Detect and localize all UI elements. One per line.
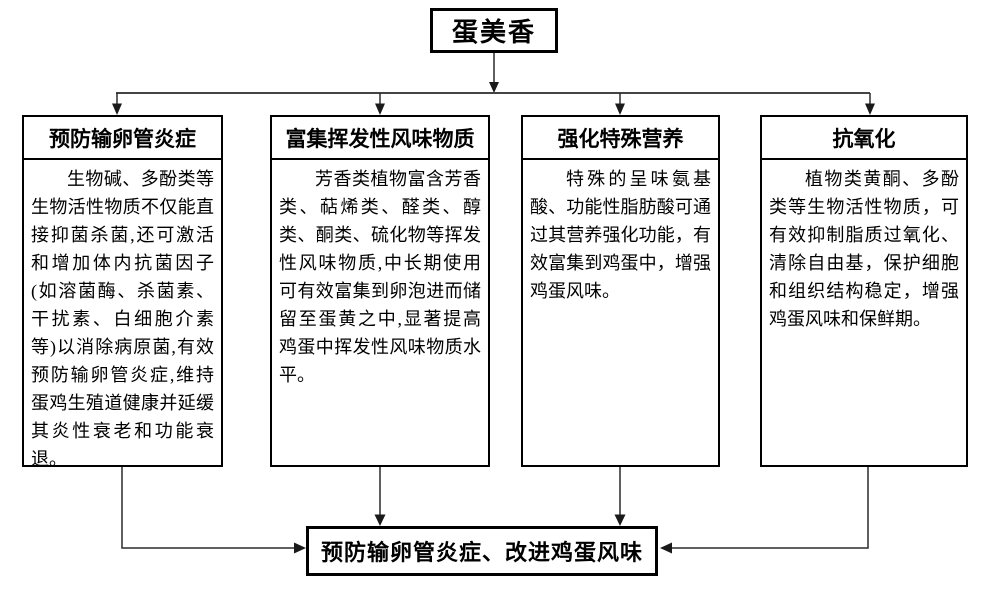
branch-node-enrich-volatile-flavor: 富集挥发性风味物质 芳香类植物富含芳香类、萜烯类、醛类、醇类、酮类、硫化物等挥发… — [270, 115, 490, 467]
outcome-node-label: 预防输卵管炎症、改进鸡蛋风味 — [320, 540, 643, 565]
root-node-label: 蛋美香 — [451, 17, 536, 47]
outcome-node: 预防输卵管炎症、改进鸡蛋风味 — [306, 526, 658, 576]
branch3-to-outcome-connector — [614, 467, 626, 526]
branch-node-prevent-oviduct-inflammation: 预防输卵管炎症 生物碱、多酚类等生物活性物质不仅能直接抑菌杀菌,还可激活和增加体… — [22, 115, 223, 469]
branch-node-title: 预防输卵管炎症 — [24, 117, 221, 160]
arrowhead-down-icon — [614, 514, 626, 526]
branch-node-body: 特殊的呈味氨基酸、功能性脂肪酸可通过其营养强化功能，有效富集到鸡蛋中，增强鸡蛋风… — [530, 169, 711, 301]
branch-node-title: 抗氧化 — [762, 117, 966, 160]
branch-node-body: 芳香类植物富含芳香类、萜烯类、醛类、醇类、酮类、硫化物等挥发性风味物质,中长期使… — [279, 169, 481, 385]
arrowhead-left-icon — [660, 542, 672, 554]
distribution-to-branch-connectors — [112, 93, 875, 115]
arrowhead-down-icon — [375, 103, 385, 115]
arrowhead-down-icon — [615, 103, 625, 115]
branch4-to-outcome-connector — [660, 467, 869, 554]
arrowhead-down-icon — [489, 82, 499, 93]
arrowhead-down-icon — [865, 103, 875, 115]
arrowhead-down-icon — [112, 103, 122, 115]
branch-node-title: 富集挥发性风味物质 — [272, 117, 488, 160]
branch2-to-outcome-connector — [374, 467, 386, 526]
branch1-to-outcome-connector — [121, 467, 306, 554]
branch-node-antioxidant: 抗氧化 植物类黄酮、多酚类等生物活性物质，可有效抑制脂质过氧化、清除自由基，保护… — [760, 115, 968, 467]
branch-node-title: 强化特殊营养 — [523, 117, 718, 160]
branch-node-fortify-special-nutrition: 强化特殊营养 特殊的呈味氨基酸、功能性脂肪酸可通过其营养强化功能，有效富集到鸡蛋… — [521, 115, 720, 467]
arrowhead-right-icon — [294, 542, 306, 554]
branch-node-body: 生物碱、多酚类等生物活性物质不仅能直接抑菌杀菌,还可激活和增加体内抗菌因子(如溶… — [31, 169, 214, 469]
arrowhead-down-icon — [374, 514, 386, 526]
root-to-distribution-connector — [116, 53, 870, 94]
branch-node-body: 植物类黄酮、多酚类等生物活性物质，可有效抑制脂质过氧化、清除自由基，保护细胞和组… — [769, 169, 959, 329]
root-node: 蛋美香 — [430, 8, 558, 53]
